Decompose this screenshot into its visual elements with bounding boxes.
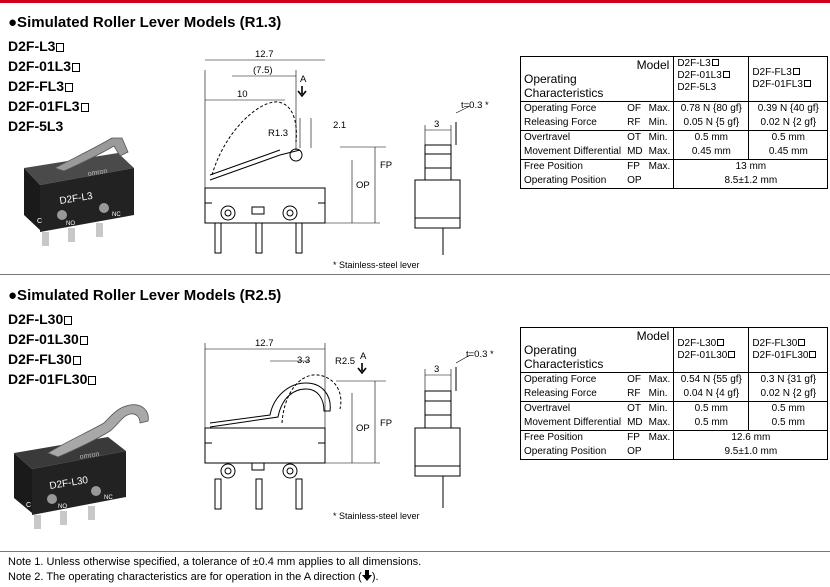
dim-label: 3 — [434, 119, 439, 130]
model-name: D2F-01FL3 — [8, 96, 89, 116]
dim-label: OP — [356, 180, 370, 191]
note-tolerance: Note 1. Unless otherwise specified, a to… — [8, 556, 422, 568]
dim-label: 3.3 — [297, 355, 310, 366]
dim-label: R2.5 — [335, 356, 355, 367]
column-header: D2F-FL30 D2F-01FL30 — [748, 327, 828, 373]
model-name: D2F-01L3 — [8, 56, 89, 76]
model-name: D2F-5L3 — [8, 118, 64, 134]
dim-label: FP — [380, 160, 392, 171]
column-header: D2F-FL3 D2F-01FL3 — [748, 56, 828, 102]
dim-label: t=0.3 * — [461, 100, 489, 111]
dim-label: (7.5) — [253, 65, 273, 76]
side-view — [204, 59, 386, 254]
dim-label: FP — [380, 418, 392, 429]
dim-label: 2.1 — [333, 120, 346, 131]
dim-label: R1.3 — [268, 128, 288, 139]
switch-photo: D2F-L30 omron C NO NC — [14, 404, 149, 529]
dim-label: 3 — [434, 364, 439, 375]
dim-label: A — [300, 74, 307, 85]
model-name: D2F-01L30 — [8, 329, 96, 349]
model-name: D2F-01FL30 — [8, 369, 97, 389]
svg-text:NO: NO — [66, 221, 75, 227]
model-list: D2F-L3 D2F-01L3 D2F-FL3 D2F-01FL3 D2F-5L… — [8, 36, 89, 136]
section-divider — [0, 551, 830, 552]
svg-text:NC: NC — [112, 212, 121, 218]
section-title: ●Simulated Roller Lever Models (R2.5) — [8, 287, 282, 304]
top-accent-bar — [0, 0, 830, 3]
svg-text:NC: NC — [104, 495, 113, 501]
dim-label: t=0.3 * — [466, 349, 494, 360]
brand-logo: omron — [79, 451, 100, 461]
model-name: D2F-L30 — [8, 309, 96, 329]
dim-label: 12.7 — [255, 338, 274, 349]
model-name: D2F-L3 — [8, 36, 89, 56]
switch-photo: D2F-L3 omron C NO NC — [24, 137, 134, 246]
svg-text:C: C — [26, 502, 31, 509]
dim-label: 12.7 — [255, 49, 274, 60]
brand-logo: omron — [87, 168, 108, 178]
model-list: D2F-L30 D2F-01L30 D2F-FL30 D2F-01FL30 — [8, 309, 97, 389]
front-view — [414, 354, 471, 508]
switch-label: D2F-L3 — [59, 191, 94, 207]
section-title: ●Simulated Roller Lever Models (R1.3) — [8, 14, 282, 31]
section-r25: ●Simulated Roller Lever Models (R2.5) D2… — [0, 283, 830, 551]
front-view — [414, 105, 471, 255]
section-r13: ●Simulated Roller Lever Models (R1.3) D2… — [0, 10, 830, 272]
lever-footnote: * Stainless-steel lever — [333, 260, 420, 270]
note-direction: Note 2. The operating characteristics ar… — [8, 570, 379, 583]
dimension-drawing: D2F-L3 omron C NO NC — [24, 49, 489, 270]
arrow-down-icon — [361, 570, 372, 581]
lever-footnote: * Stainless-steel lever — [333, 511, 420, 521]
svg-text:NO: NO — [58, 504, 67, 510]
section-divider — [0, 274, 830, 275]
dim-label: 10 — [237, 89, 248, 100]
column-header: D2F-L30 D2F-01L30 — [673, 327, 749, 373]
model-name: D2F-FL30 — [8, 349, 96, 369]
column-header: D2F-L3 D2F-01L3 D2F-5L3 — [673, 56, 749, 102]
dim-label: OP — [356, 423, 370, 434]
notes: Note 1. Unless otherwise specified, a to… — [8, 555, 421, 585]
svg-text:C: C — [37, 218, 42, 225]
side-view — [204, 343, 386, 510]
dim-label: A — [360, 351, 367, 362]
dimension-drawing: D2F-L30 omron C NO NC — [14, 338, 494, 529]
model-name: D2F-FL3 — [8, 76, 89, 96]
